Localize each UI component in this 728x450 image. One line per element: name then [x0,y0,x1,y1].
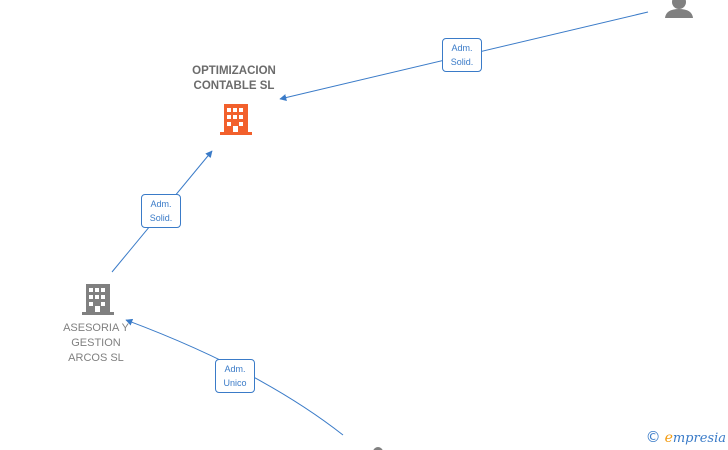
copyright-symbol: © [645,428,661,446]
building-icon-asesoria[interactable] [82,284,114,315]
edge-label-asesoria-optimizacion[interactable]: Adm. Solid. [141,194,181,228]
brand-e-glyph: e [664,430,673,446]
edge-label-person-asesoria[interactable]: Adm. Unico [215,359,255,393]
node-label-optimizacion[interactable]: OPTIMIZACION CONTABLE SL [192,65,276,92]
edge-label-person-optimizacion[interactable]: Adm. Solid. [442,38,482,72]
empresia-watermark[interactable]: ©empresia [646,428,726,446]
node-label-asesoria[interactable]: ASESORIA Y GESTION ARCOS SL [63,322,129,364]
brand-name: mpresia [672,431,726,446]
person-icon-bottom[interactable] [373,447,383,450]
building-icon-optimizacion[interactable] [220,104,252,135]
person-icon[interactable] [665,0,693,18]
